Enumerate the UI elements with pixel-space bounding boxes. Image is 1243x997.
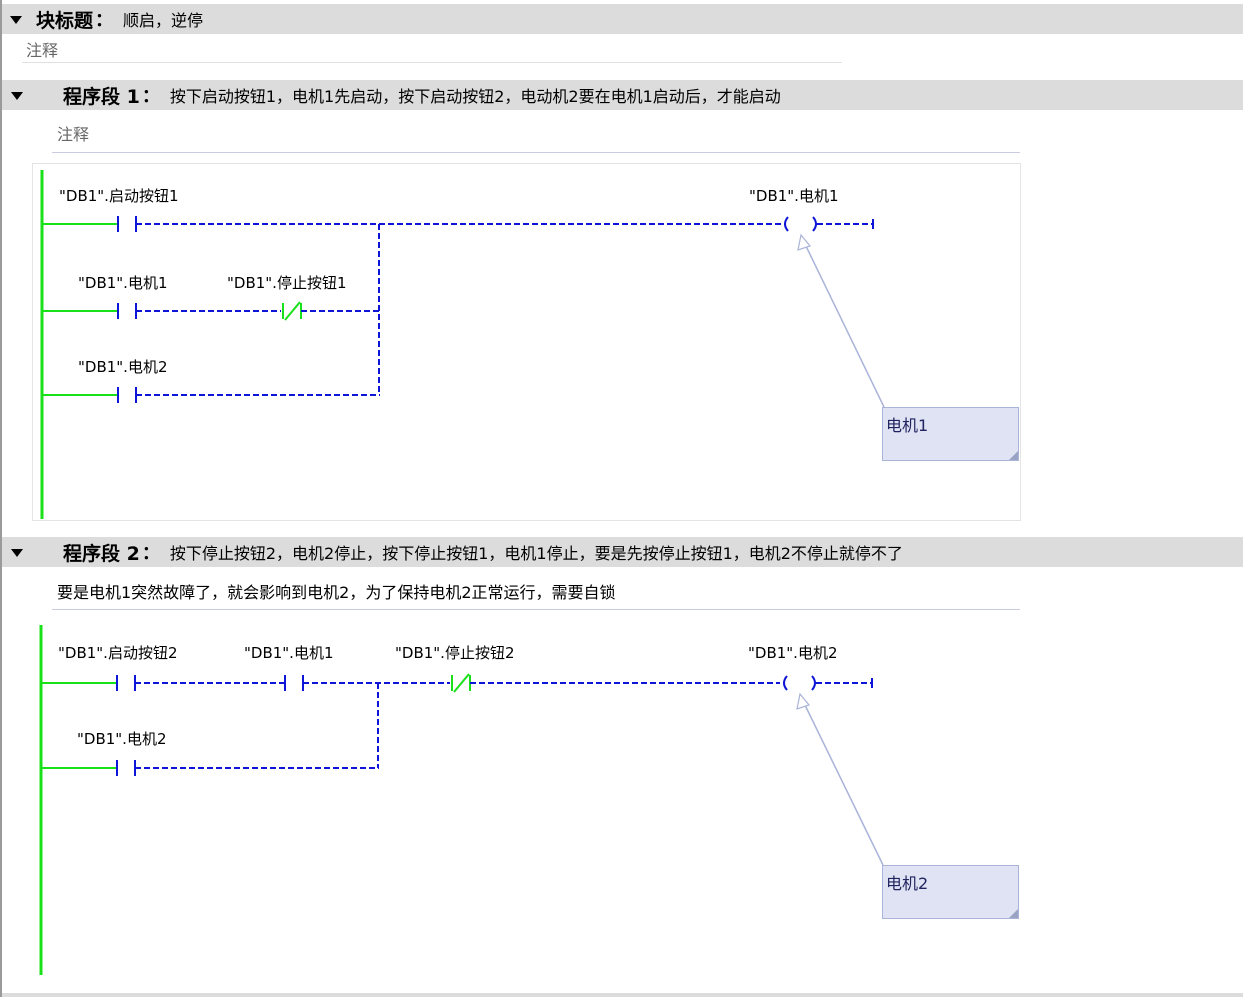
no-contact-motor-1[interactable] xyxy=(284,675,304,691)
note-pointer xyxy=(802,700,884,866)
block-title-colon: ： xyxy=(95,10,114,31)
contact-tag[interactable]: "DB1".启动按钮1 xyxy=(59,187,179,205)
network-1-comment[interactable]: 注释 xyxy=(57,125,90,144)
no-contact-motor-2[interactable] xyxy=(116,760,136,776)
contact-tag[interactable]: "DB1".启动按钮2 xyxy=(58,644,178,662)
network-2-ladder: "DB1".启动按钮2 "DB1".电机1 "DB1".停止按钮2 "DB1".… xyxy=(32,620,1019,980)
network-1-ladder-diagram: "DB1".启动按钮1 "DB1".电机1 "DB1".停止按钮1 "DB1".… xyxy=(40,170,885,519)
block-title-label: 块标题 xyxy=(36,9,94,32)
note-text: 电机1 xyxy=(886,416,929,435)
resize-grip-icon[interactable] xyxy=(1009,909,1018,918)
network-2-title[interactable]: 按下停止按钮2，电机2停止，按下停止按钮1，电机1停止，要是先按停止按钮1，电机… xyxy=(169,544,903,563)
network-1-note[interactable]: 电机1 xyxy=(882,407,1019,461)
note-pointer-arrow-icon xyxy=(796,692,811,710)
network-2-colon: ： xyxy=(141,543,160,564)
network-2-comment[interactable]: 要是电机1突然故障了，就会影响到电机2，为了保持电机2正常运行，需要自锁 xyxy=(57,583,616,602)
coil-motor-1[interactable] xyxy=(784,216,817,232)
resize-grip-icon[interactable] xyxy=(1009,451,1018,460)
nc-contact-stop-button-1[interactable] xyxy=(282,301,302,321)
block-comment-underline xyxy=(22,62,842,63)
network-2-ladder-diagram: "DB1".启动按钮2 "DB1".电机1 "DB1".停止按钮2 "DB1".… xyxy=(39,625,884,975)
network-1-header[interactable]: 程序段 1 ： 按下启动按钮1，电机1先启动，按下启动按钮2，电动机2要在电机1… xyxy=(2,80,1243,110)
network-2-note[interactable]: 电机2 xyxy=(882,865,1019,919)
note-text: 电机2 xyxy=(886,874,929,893)
network-1-ladder: "DB1".启动按钮1 "DB1".电机1 "DB1".停止按钮1 "DB1".… xyxy=(32,163,1021,521)
contact-tag[interactable]: "DB1".电机1 xyxy=(244,644,334,662)
no-contact-motor-2[interactable] xyxy=(117,387,137,403)
network-1-label: 程序段 1 xyxy=(63,85,140,108)
network-1-title[interactable]: 按下启动按钮1，电机1先启动，按下启动按钮2，电动机2要在电机1启动后，才能启动 xyxy=(169,87,781,106)
block-title-text[interactable]: 顺启，逆停 xyxy=(123,11,204,30)
no-contact-start-button-1[interactable] xyxy=(117,216,137,232)
contact-tag[interactable]: "DB1".停止按钮1 xyxy=(227,274,347,292)
collapse-arrow-icon[interactable] xyxy=(10,16,22,24)
network-1-comment-underline xyxy=(52,152,1020,153)
network-2-header[interactable]: 程序段 2 ： 按下停止按钮2，电机2停止，按下停止按钮1，电机1停止，要是先按… xyxy=(2,537,1243,567)
no-contact-start-button-2[interactable] xyxy=(116,675,136,691)
nc-contact-stop-button-2[interactable] xyxy=(451,673,471,693)
network-2-comment-underline xyxy=(52,609,1020,610)
coil-motor-2[interactable] xyxy=(783,675,816,691)
block-title-header[interactable]: 块标题 ： 顺启，逆停 xyxy=(2,4,1243,34)
note-pointer-arrow-icon xyxy=(797,233,812,251)
no-contact-motor-1[interactable] xyxy=(117,303,137,319)
collapse-arrow-icon[interactable] xyxy=(11,549,23,557)
network-1-colon: ： xyxy=(141,86,160,107)
collapse-arrow-icon[interactable] xyxy=(11,92,23,100)
contact-tag[interactable]: "DB1".电机2 xyxy=(78,358,168,376)
contact-tag[interactable]: "DB1".电机2 xyxy=(77,730,167,748)
coil-tag[interactable]: "DB1".电机1 xyxy=(749,187,839,205)
editor-left-border xyxy=(0,0,2,997)
note-pointer xyxy=(803,241,885,408)
block-comment[interactable]: 注释 xyxy=(26,41,59,60)
contact-tag[interactable]: "DB1".停止按钮2 xyxy=(395,644,515,662)
contact-tag[interactable]: "DB1".电机1 xyxy=(78,274,168,292)
next-network-header-edge xyxy=(2,993,1243,997)
network-2-label: 程序段 2 xyxy=(63,542,140,565)
coil-tag[interactable]: "DB1".电机2 xyxy=(748,644,838,662)
